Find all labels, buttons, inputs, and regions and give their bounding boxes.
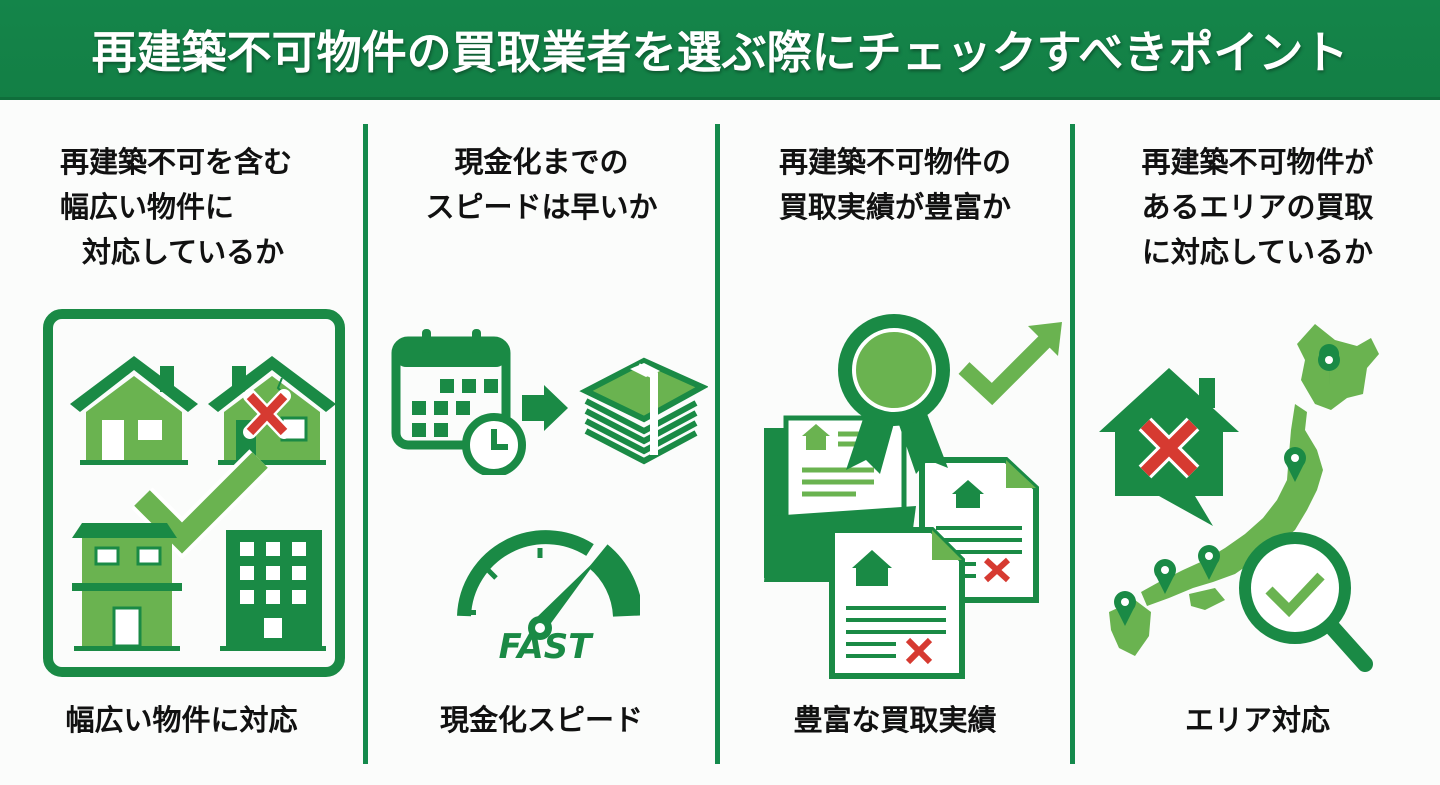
column-title: 現金化までの スピードは早いか [368, 140, 715, 230]
title-line: に対応しているか [1141, 235, 1374, 269]
column-title: 再建築不可物件が あるエリアの買取 に対応しているか [1075, 140, 1440, 275]
column-divider [363, 124, 368, 764]
title-line: 現金化までの [454, 145, 629, 179]
title-line: あるエリアの買取 [1141, 190, 1374, 224]
column-footer: 幅広い物件に対応 [65, 703, 298, 737]
damaged-house-icon [208, 356, 336, 465]
header-banner: 再建築不可物件の買取業者を選ぶ際にチェックすべきポイント [0, 0, 1440, 100]
check-mark-icon [134, 452, 268, 554]
speedometer-label: FAST [499, 627, 595, 660]
clock-icon [462, 413, 526, 475]
magnifier-check-icon [1239, 532, 1373, 672]
column-footer: 現金化スピード [439, 703, 643, 737]
column-area-coverage: 再建築不可物件が あるエリアの買取 に対応しているか [1075, 100, 1440, 785]
column-footer: 豊富な買取実績 [793, 703, 997, 737]
old-house-icon [72, 523, 182, 651]
calendar-to-cash-icon [391, 329, 708, 475]
building-icon [220, 530, 326, 651]
japan-map-search-icon [1099, 324, 1379, 672]
column-footer: エリア対応 [1184, 703, 1330, 737]
title-line: 再建築不可物件の [778, 145, 1011, 179]
japan-map-icon [1109, 324, 1379, 656]
column-purchase-record: 再建築不可物件の 買取実績が豊富か [720, 100, 1070, 785]
house-x-bubble-icon [1099, 368, 1239, 526]
speedometer-icon: FAST [457, 530, 640, 660]
cash-stack-icon [579, 357, 708, 465]
title-line: スピードは早いか [425, 190, 658, 224]
column-title: 再建築不可物件の 買取実績が豊富か [720, 140, 1070, 230]
trend-arrow-icon [958, 334, 1052, 406]
title-line: 再建築不可を含む [60, 145, 293, 179]
document-icon [829, 527, 965, 679]
houses-with-check-icon [43, 309, 345, 677]
red-x-icon [1140, 419, 1198, 477]
arrow-right-icon [522, 385, 568, 431]
calendar-icon [391, 329, 511, 450]
house-icon [70, 356, 198, 465]
column-divider [715, 124, 720, 764]
column-divider [1070, 124, 1075, 764]
title-line: 対応しているか [82, 235, 285, 269]
column-title: 再建築不可を含む 幅広い物件に 対応しているか [0, 140, 363, 275]
page-title: 再建築不可物件の買取業者を選ぶ際にチェックすべきポイント [91, 26, 1349, 79]
column-wide-property-range: 再建築不可を含む 幅広い物件に 対応しているか [0, 100, 363, 785]
red-x-icon [243, 389, 291, 439]
title-line: 幅広い物件に [60, 190, 235, 224]
title-line: 再建築不可物件が [1141, 145, 1374, 179]
column-cash-speed: 現金化までの スピードは早いか [368, 100, 715, 785]
map-pin-icon [1114, 344, 1340, 626]
award-ribbon-icon [838, 314, 950, 474]
title-line: 買取実績が豊富か [778, 190, 1011, 224]
award-documents-icon [764, 314, 1062, 679]
